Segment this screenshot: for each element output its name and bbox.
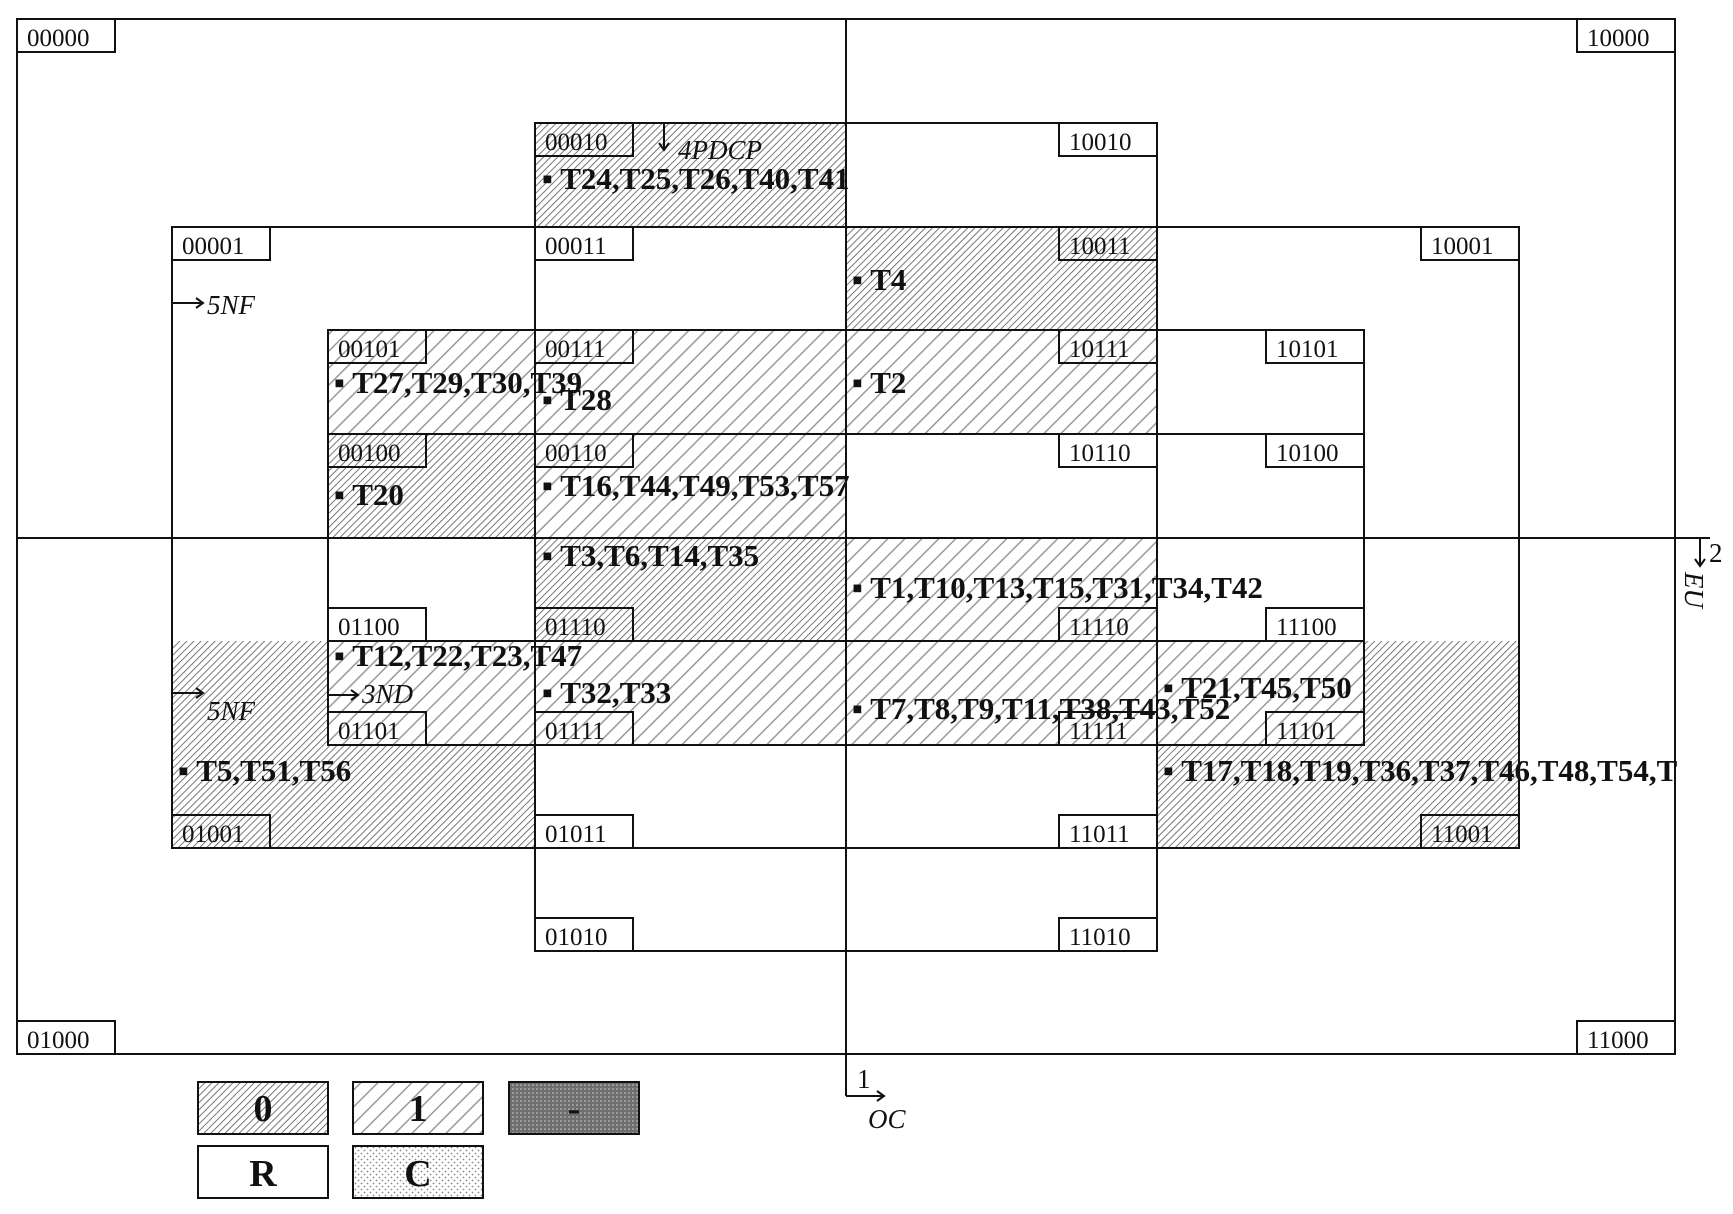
legend: 0 1 - R C	[197, 1081, 640, 1199]
task-group: ▪ T20	[334, 477, 404, 512]
axis-5-label-bottom: 5NF	[207, 696, 256, 726]
code-11110: 11110	[1069, 614, 1129, 641]
arrow-icon	[328, 689, 360, 701]
code-11010: 11010	[1069, 924, 1131, 951]
code-10010: 10010	[1069, 129, 1132, 156]
code-10111: 10111	[1069, 336, 1130, 363]
code-00101: 00101	[338, 336, 401, 363]
axis-markers: 1 OC 2 EU 3ND 4PDCP 5NF 5NF	[172, 123, 1723, 1134]
code-11111: 11111	[1069, 718, 1128, 745]
code-11001: 11001	[1431, 821, 1493, 848]
legend-item-zero: 0	[197, 1081, 329, 1135]
task-group: ▪ T7,T8,T9,T11,T38,T43,T52	[852, 691, 1230, 726]
region-01001-bottom	[328, 745, 535, 848]
code-01010: 01010	[545, 924, 608, 951]
task-group: ▪ T17,T18,T19,T36,T37,T46,T48,T54,T	[1163, 753, 1678, 788]
code-00110: 00110	[545, 440, 607, 467]
arrow-icon	[846, 1090, 886, 1102]
code-01111: 01111	[545, 718, 605, 745]
task-group: ▪ T24,T25,T26,T40,T41	[542, 161, 850, 196]
legend-label: 1	[409, 1088, 428, 1130]
code-00100: 00100	[338, 440, 401, 467]
code-10000: 10000	[1587, 25, 1650, 52]
legend-label: C	[404, 1153, 431, 1195]
task-group: ▪ T5,T51,T56	[178, 753, 351, 788]
code-10110: 10110	[1069, 440, 1131, 467]
region-01101	[328, 641, 535, 745]
task-group: ▪ T16,T44,T49,T53,T57	[542, 468, 850, 503]
code-10101: 10101	[1276, 336, 1339, 363]
axis-5-label-top: 5NF	[207, 290, 256, 320]
region-10011	[846, 227, 1157, 330]
code-01001: 01001	[182, 821, 245, 848]
task-group: ▪ T2	[852, 365, 906, 400]
legend-item-dash: -	[508, 1081, 640, 1135]
code-00000: 00000	[27, 25, 90, 52]
task-group: ▪ T4	[852, 262, 906, 297]
code-11000: 11000	[1587, 1027, 1649, 1054]
code-00011: 00011	[545, 233, 607, 260]
code-11101: 11101	[1276, 718, 1337, 745]
legend-item-c: C	[352, 1145, 484, 1199]
code-01011: 01011	[545, 821, 607, 848]
code-00010: 00010	[545, 129, 608, 156]
task-group: ▪ T28	[542, 382, 612, 417]
code-10100: 10100	[1276, 440, 1339, 467]
axis-2-name: EU	[1679, 571, 1709, 609]
task-groups: ▪ T24,T25,T26,T40,T41 ▪ T4 ▪ T27,T29,T30…	[178, 161, 1678, 788]
region-11101	[1157, 641, 1364, 745]
axis-1-number: 1	[857, 1064, 871, 1094]
legend-label: 0	[254, 1088, 273, 1130]
region-11110	[846, 538, 1157, 641]
task-group: ▪ T21,T45,T50	[1163, 670, 1352, 705]
region-01001-left	[172, 641, 328, 848]
task-group: ▪ T12,T22,T23,T47	[334, 638, 582, 673]
code-11011: 11011	[1069, 821, 1130, 848]
axis-1-name: OC	[868, 1104, 906, 1134]
code-01000: 01000	[27, 1027, 90, 1054]
arrow-icon	[1694, 538, 1706, 568]
task-group: ▪ T1,T10,T13,T15,T31,T34,T42	[852, 570, 1263, 605]
code-10001: 10001	[1431, 233, 1494, 260]
region-00010	[535, 123, 846, 227]
arrow-icon	[658, 123, 670, 152]
axis-4-label: 4PDCP	[678, 135, 762, 165]
region-00101	[328, 330, 535, 434]
code-01101: 01101	[338, 718, 400, 745]
code-labels: 00000 10000 01000 11000 00010 10010 0000…	[16, 18, 1676, 1055]
axis-2-number: 2	[1709, 538, 1723, 568]
task-group: ▪ T27,T29,T30,T39	[334, 365, 582, 400]
axis-3-label: 3ND	[361, 679, 414, 709]
region-01110	[535, 538, 846, 641]
arrow-icon	[172, 687, 205, 699]
map-outlines	[16, 18, 1710, 1096]
legend-label: R	[249, 1153, 277, 1195]
region-00100	[328, 434, 535, 538]
arrow-icon	[172, 297, 205, 309]
region-00110	[535, 434, 846, 538]
task-group: ▪ T3,T6,T14,T35	[542, 538, 759, 573]
code-00001: 00001	[182, 233, 245, 260]
code-10011: 10011	[1069, 233, 1131, 260]
code-00111: 00111	[545, 336, 606, 363]
code-11100: 11100	[1276, 614, 1337, 641]
legend-item-r: R	[197, 1145, 329, 1199]
task-group: ▪ T32,T33	[542, 675, 671, 710]
code-01110: 01110	[545, 614, 606, 641]
region-11001-bottom	[1157, 745, 1364, 848]
legend-item-one: 1	[352, 1081, 484, 1135]
legend-label: -	[568, 1088, 581, 1130]
region-11001-right	[1364, 641, 1519, 848]
code-01100: 01100	[338, 614, 400, 641]
